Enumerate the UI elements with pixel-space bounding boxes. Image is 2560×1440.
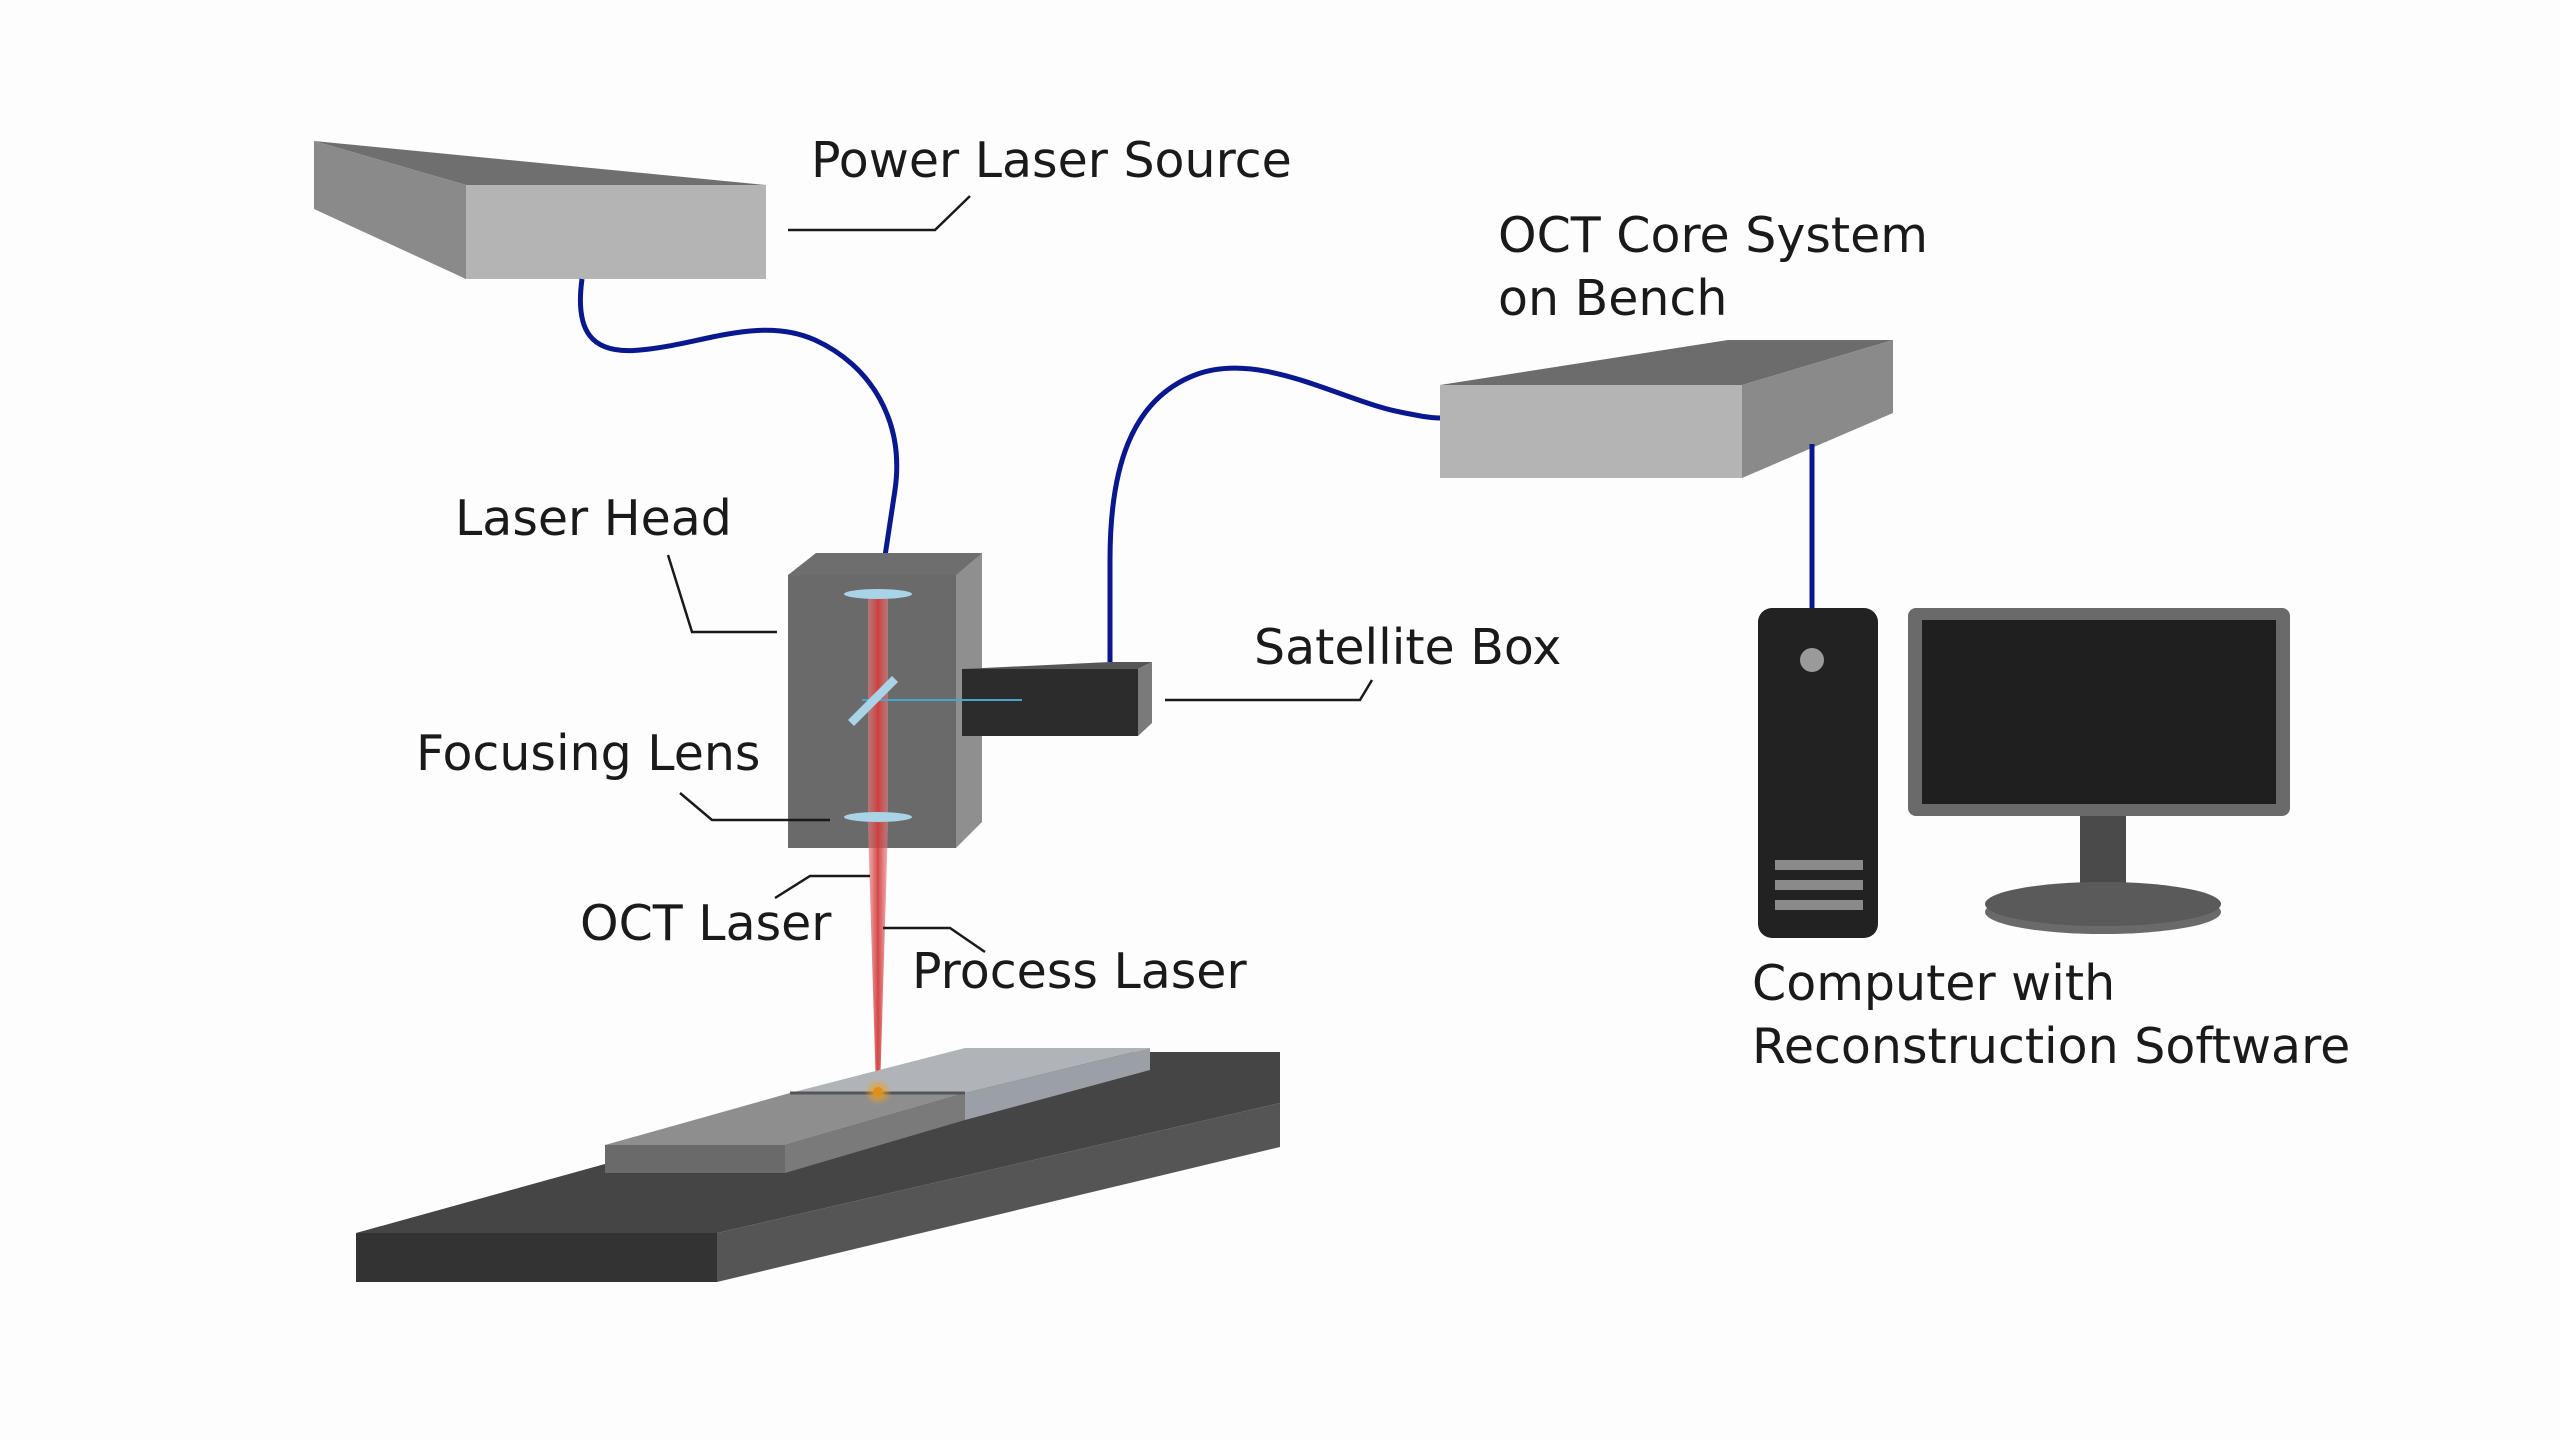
process-laser-beam bbox=[868, 826, 888, 1090]
label-oct-core-system-line2: on Bench bbox=[1498, 270, 1727, 327]
label-computer-line1: Computer with bbox=[1752, 955, 2115, 1012]
label-oct-laser: OCT Laser bbox=[580, 895, 832, 952]
workpiece-plates bbox=[605, 1048, 1150, 1173]
fiber-power-to-head bbox=[577, 278, 900, 557]
process-laser-beam-internal bbox=[868, 598, 888, 826]
beam-splitter-mirror-icon bbox=[848, 676, 898, 726]
satellite-box bbox=[962, 662, 1152, 736]
leader-oct-laser bbox=[774, 874, 870, 900]
label-process-laser: Process Laser bbox=[912, 943, 1247, 1000]
label-focusing-lens: Focusing Lens bbox=[416, 725, 760, 782]
labels: Power Laser Source OCT Core System on Be… bbox=[416, 132, 2350, 1075]
leader-lines bbox=[666, 195, 1374, 954]
label-oct-core-system-line1: OCT Core System bbox=[1498, 207, 1928, 264]
label-power-laser-source: Power Laser Source bbox=[811, 132, 1292, 189]
focusing-lens-icon bbox=[844, 812, 912, 822]
computer-tower bbox=[1758, 608, 1878, 938]
leader-laser-head bbox=[666, 554, 777, 634]
label-computer-line2: Reconstruction Software bbox=[1752, 1018, 2350, 1075]
leader-focusing-lens bbox=[679, 792, 830, 822]
laser-head-box bbox=[788, 553, 1022, 848]
label-laser-head: Laser Head bbox=[455, 490, 732, 547]
power-laser-source-box bbox=[314, 141, 766, 279]
leader-process-laser bbox=[883, 926, 986, 954]
collimating-lens-icon bbox=[844, 589, 912, 599]
monitor-screen bbox=[1922, 620, 2276, 804]
computer-monitor bbox=[1908, 608, 2290, 934]
leader-power-laser-source bbox=[788, 195, 971, 232]
label-satellite-box: Satellite Box bbox=[1254, 619, 1561, 676]
power-button-icon bbox=[1800, 648, 1824, 672]
fiber-satellite-to-oct bbox=[1107, 365, 1441, 662]
oct-core-system-box bbox=[1440, 340, 1893, 478]
leader-satellite-box bbox=[1165, 679, 1374, 702]
fiber-cables bbox=[577, 278, 1815, 662]
